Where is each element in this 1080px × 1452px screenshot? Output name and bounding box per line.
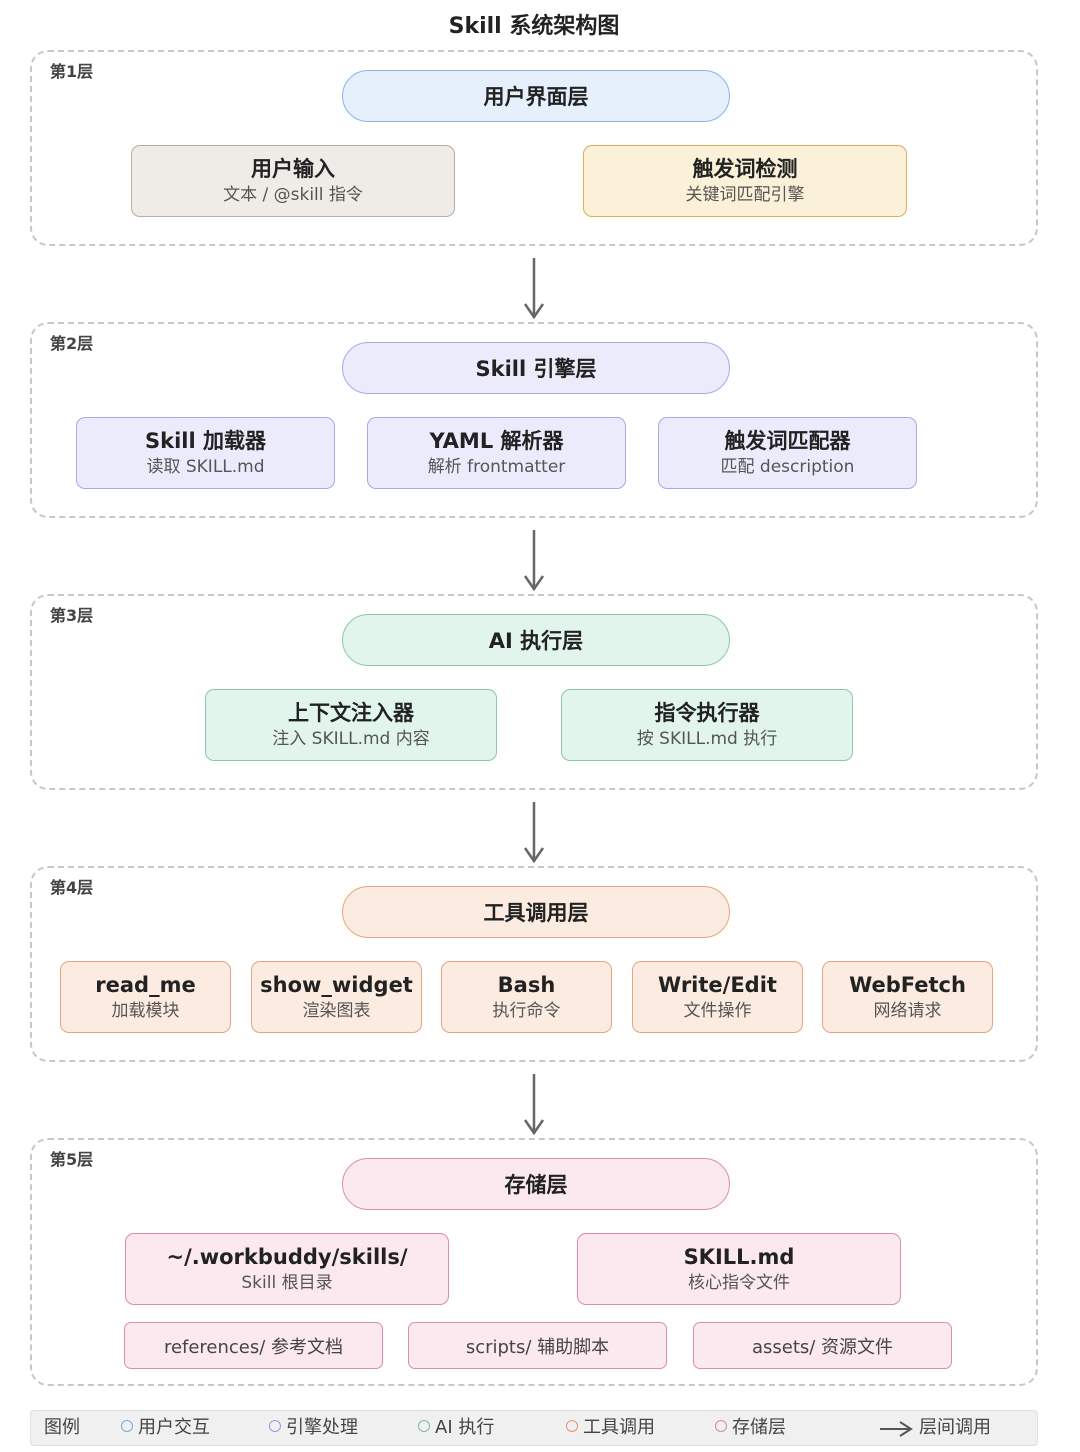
box-title: WebFetch [849,973,966,997]
box-subtitle: 文本 / @skill 指令 [223,185,363,205]
box-subtitle: 关键词匹配引擎 [685,185,805,205]
circle-icon [566,1420,578,1432]
trigger-detect-box: 触发词检测 关键词匹配引擎 [583,145,907,217]
box-title: 触发词匹配器 [724,429,851,453]
legend-item-ai: AI 执行 [418,1417,494,1439]
down-arrow-icon [523,258,545,320]
layer-header: 用户界面层 [342,70,730,122]
box-subtitle: 网络请求 [873,1001,942,1021]
box-subtitle: 加载模块 [111,1001,180,1021]
box-title: SKILL.md [683,1245,795,1269]
box-subtitle: 解析 frontmatter [427,457,566,477]
layer-label: 第3层 [50,606,94,625]
circle-icon [269,1420,281,1432]
down-arrow-icon [523,802,545,864]
circle-icon [121,1420,133,1432]
legend-item-tool: 工具调用 [566,1417,655,1439]
skill-loader-box: Skill 加载器 读取 SKILL.md [76,417,335,489]
box-subtitle: Skill 根目录 [241,1273,333,1293]
layer-3: 第3层 AI 执行层 上下文注入器 注入 SKILL.md 内容 指令执行器 按… [30,594,1038,790]
box-title: 触发词检测 [692,157,798,181]
box-title: read_me [95,973,196,997]
box-subtitle: 匹配 description [720,457,855,477]
layer-1: 第1层 用户界面层 用户输入 文本 / @skill 指令 触发词检测 关键词匹… [30,50,1038,246]
tool-read-me-box: read_me 加载模块 [60,961,231,1033]
box-subtitle: 文件操作 [683,1001,752,1021]
user-input-box: 用户输入 文本 / @skill 指令 [131,145,455,217]
down-arrow-icon [523,530,545,592]
box-subtitle: 渲染图表 [302,1001,371,1021]
legend-item-text: 引擎处理 [286,1417,358,1438]
box-title: Bash [497,973,556,997]
box-title: YAML 解析器 [429,429,564,453]
legend: 图例 用户交互 引擎处理 AI 执行 工具调用 存储层 层间调用 [30,1410,1038,1446]
box-subtitle: 注入 SKILL.md 内容 [272,729,430,749]
legend-arrow-text: 层间调用 [919,1417,991,1438]
yaml-parser-box: YAML 解析器 解析 frontmatter [367,417,626,489]
layer-header: 工具调用层 [342,886,730,938]
scripts-folder-box: scripts/ 辅助脚本 [408,1322,667,1369]
box-title: 用户输入 [251,157,335,181]
box-title: Write/Edit [658,973,777,997]
tool-webfetch-box: WebFetch 网络请求 [822,961,993,1033]
layer-header: AI 执行层 [342,614,730,666]
instruction-executor-box: 指令执行器 按 SKILL.md 执行 [561,689,853,761]
circle-icon [715,1420,727,1432]
tool-show-widget-box: show_widget 渲染图表 [251,961,422,1033]
box-title: 指令执行器 [654,701,760,725]
diagram-title: Skill 系统架构图 [448,14,620,39]
legend-label: 图例 [44,1417,80,1438]
layer-4: 第4层 工具调用层 read_me 加载模块 show_widget 渲染图表 … [30,866,1038,1062]
box-title: show_widget [260,973,413,997]
down-arrow-icon [523,1074,545,1136]
layer-label: 第4层 [50,878,94,897]
references-folder-box: references/ 参考文档 [124,1322,383,1369]
skills-root-box: ~/.workbuddy/skills/ Skill 根目录 [125,1233,449,1305]
box-title: Skill 加载器 [145,429,266,453]
box-title: ~/.workbuddy/skills/ [166,1245,408,1269]
layer-5: 第5层 存储层 ~/.workbuddy/skills/ Skill 根目录 S… [30,1138,1038,1386]
tool-bash-box: Bash 执行命令 [441,961,612,1033]
legend-item-storage: 存储层 [715,1417,786,1439]
tool-write-edit-box: Write/Edit 文件操作 [632,961,803,1033]
circle-icon [418,1420,430,1432]
box-subtitle: 读取 SKILL.md [146,457,265,477]
assets-folder-box: assets/ 资源文件 [693,1322,952,1369]
layer-header: Skill 引擎层 [342,342,730,394]
legend-item-text: 用户交互 [138,1417,210,1438]
box-subtitle: 核心指令文件 [688,1273,790,1293]
layer-2: 第2层 Skill 引擎层 Skill 加载器 读取 SKILL.md YAML… [30,322,1038,518]
layer-label: 第1层 [50,62,94,81]
box-subtitle: 按 SKILL.md 执行 [636,729,778,749]
skill-md-box: SKILL.md 核心指令文件 [577,1233,901,1305]
layer-label: 第2层 [50,334,94,353]
legend-item-text: AI 执行 [435,1417,495,1438]
right-arrow-icon [880,1421,913,1437]
legend-item-text: 工具调用 [583,1417,655,1438]
context-injector-box: 上下文注入器 注入 SKILL.md 内容 [205,689,497,761]
trigger-matcher-box: 触发词匹配器 匹配 description [658,417,917,489]
legend-item-user: 用户交互 [121,1417,210,1439]
legend-item-text: 存储层 [732,1417,786,1438]
layer-label: 第5层 [50,1150,94,1169]
layer-header: 存储层 [342,1158,730,1210]
box-subtitle: 执行命令 [492,1001,561,1021]
legend-item-engine: 引擎处理 [269,1417,358,1439]
box-title: 上下文注入器 [288,701,414,725]
